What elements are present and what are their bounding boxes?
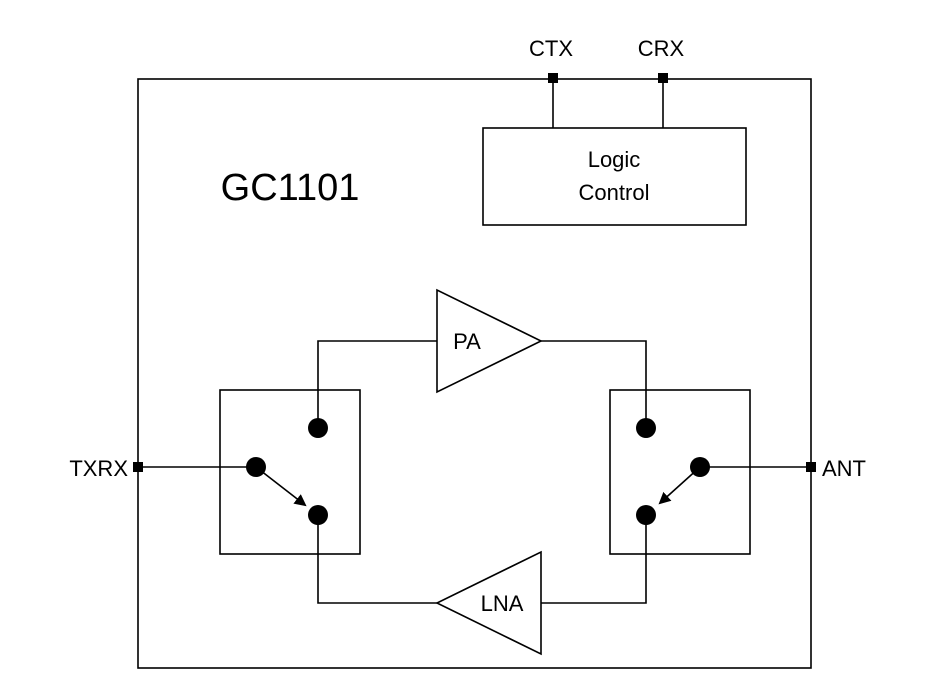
txrx-pin xyxy=(133,462,143,472)
left-switch-arm xyxy=(255,466,307,507)
ant-pin xyxy=(806,462,816,472)
crx-pin-label: CRX xyxy=(638,36,685,61)
right-switch xyxy=(609,389,751,555)
rx-path-in xyxy=(541,515,647,604)
rx-path-out xyxy=(317,515,437,604)
ant-pin-label: ANT xyxy=(822,456,866,481)
crx-pin xyxy=(658,73,668,83)
tx-path-out xyxy=(541,340,647,428)
logic-control-block: Logic Control xyxy=(482,127,747,226)
logic-label-line2: Control xyxy=(579,180,650,205)
tx-path-in xyxy=(317,340,437,428)
ctx-pin-label: CTX xyxy=(529,36,573,61)
txrx-pin-label: TXRX xyxy=(69,456,128,481)
left-switch xyxy=(219,389,361,555)
pa-label: PA xyxy=(453,329,481,354)
pa-amplifier: PA xyxy=(436,288,543,394)
lna-label: LNA xyxy=(481,591,524,616)
logic-label-line1: Logic xyxy=(588,147,641,172)
chip-title: GC1101 xyxy=(221,167,360,209)
ctx-pin xyxy=(548,73,558,83)
right-switch-arm xyxy=(658,466,701,505)
